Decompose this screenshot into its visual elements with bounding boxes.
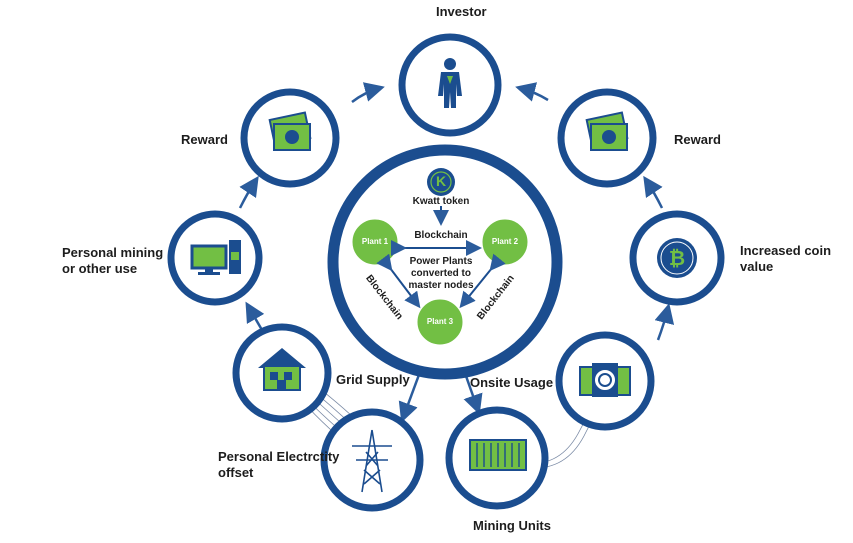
token-letter: K (435, 173, 447, 189)
plant3-circle (414, 296, 466, 348)
arrow-plant2-plant3 (459, 253, 506, 309)
personal-offset-label: Personal Electrctity offset (218, 449, 340, 480)
plant3-label: Plant 3 (426, 317, 454, 326)
plant1-label: Plant 1 (361, 237, 389, 246)
plant2-label: Plant 2 (491, 237, 519, 246)
miner-icon (579, 363, 631, 397)
arrow-mining-to-reward (238, 175, 259, 209)
inner-arrows (376, 206, 506, 309)
arrow-reward-to-investor (351, 82, 385, 103)
arrow-center-to-mining (463, 375, 483, 415)
increased-coin-label: Increased coin value (740, 243, 832, 274)
bitcoin-icon: ₿ (657, 238, 697, 278)
money-icon-left (268, 111, 312, 151)
house-icon (258, 348, 306, 391)
arrow-coin-to-reward (643, 175, 664, 209)
grid-supply-label: Grid Supply (336, 372, 410, 387)
personal-mining-label: Personal mining or other use (62, 245, 164, 276)
container-icon (469, 439, 527, 471)
arrow-house-to-mining (245, 301, 265, 331)
cycle-arrows (238, 82, 675, 423)
power-pylon-icon (352, 429, 392, 493)
reward-left-label: Reward (181, 132, 228, 147)
money-icon-right (585, 111, 629, 151)
onsite-usage-label: Onsite Usage (470, 375, 554, 390)
arrow-plant1-plant3 (376, 253, 421, 309)
mining-units-label: Mining Units (473, 518, 551, 533)
reward-right-label: Reward (674, 132, 721, 147)
computer-icon (190, 240, 241, 275)
arrow-onsite-to-coin (654, 303, 675, 341)
blockchain-top-label: Blockchain (414, 230, 468, 241)
person-icon (438, 58, 462, 108)
investor-label: Investor (436, 4, 487, 19)
arrow-investor-to-reward (515, 82, 549, 102)
svg-text:₿: ₿ (669, 248, 685, 270)
central-circle (327, 144, 563, 380)
token-label: Kwatt token (412, 196, 470, 207)
power-plants-label: Power Plants converted to master nodes (408, 256, 474, 291)
arrow-center-to-pylon (398, 371, 422, 423)
